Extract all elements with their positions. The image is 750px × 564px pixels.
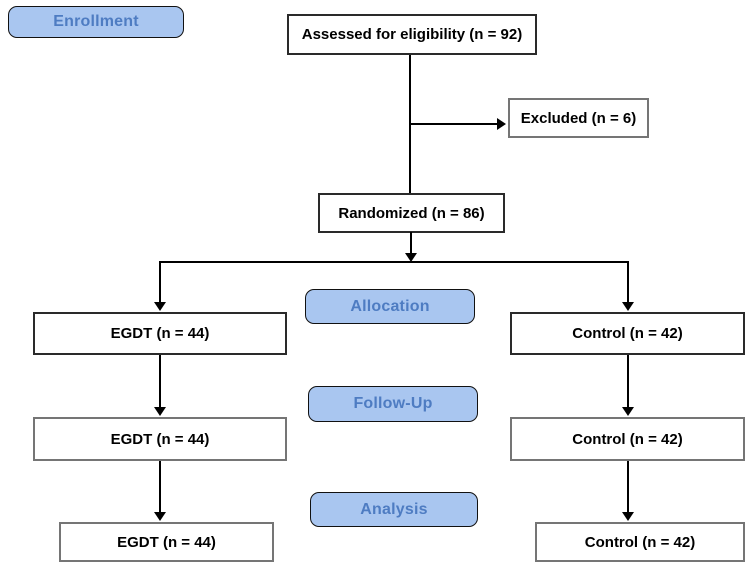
arrowhead-control-followup — [622, 407, 634, 416]
arrowhead-control-analysis — [622, 512, 634, 521]
box-egdt-allocation: EGDT (n = 44) — [33, 312, 287, 355]
connector-control-allocation-to-followup — [627, 355, 629, 408]
box-excluded: Excluded (n = 6) — [508, 98, 649, 138]
connector-split-to-control — [627, 261, 629, 303]
arrowhead-split — [405, 253, 417, 262]
stage-label-enrollment: Enrollment — [8, 6, 184, 38]
connector-to-excluded — [409, 123, 497, 125]
stage-label-follow-up: Follow-Up — [308, 386, 478, 422]
stage-label-analysis: Analysis — [310, 492, 478, 527]
connector-control-followup-to-analysis — [627, 461, 629, 513]
box-randomized: Randomized (n = 86) — [318, 193, 505, 233]
stage-label-allocation: Allocation — [305, 289, 475, 324]
box-assessed-for-eligibility: Assessed for eligibility (n = 92) — [287, 14, 537, 55]
box-control-allocation: Control (n = 42) — [510, 312, 745, 355]
connector-randomized-to-split — [410, 232, 412, 254]
connector-split-to-egdt — [159, 261, 161, 303]
connector-egdt-followup-to-analysis — [159, 461, 161, 513]
arrowhead-control-allocation — [622, 302, 634, 311]
arrowhead-egdt-followup — [154, 407, 166, 416]
arrowhead-egdt-allocation — [154, 302, 166, 311]
box-control-follow-up: Control (n = 42) — [510, 417, 745, 461]
box-control-analysis: Control (n = 42) — [535, 522, 745, 562]
arrowhead-egdt-analysis — [154, 512, 166, 521]
connector-split-horizontal — [159, 261, 629, 263]
connector-egdt-allocation-to-followup — [159, 355, 161, 408]
box-egdt-analysis: EGDT (n = 44) — [59, 522, 274, 562]
arrowhead-excluded — [497, 118, 506, 130]
box-egdt-follow-up: EGDT (n = 44) — [33, 417, 287, 461]
